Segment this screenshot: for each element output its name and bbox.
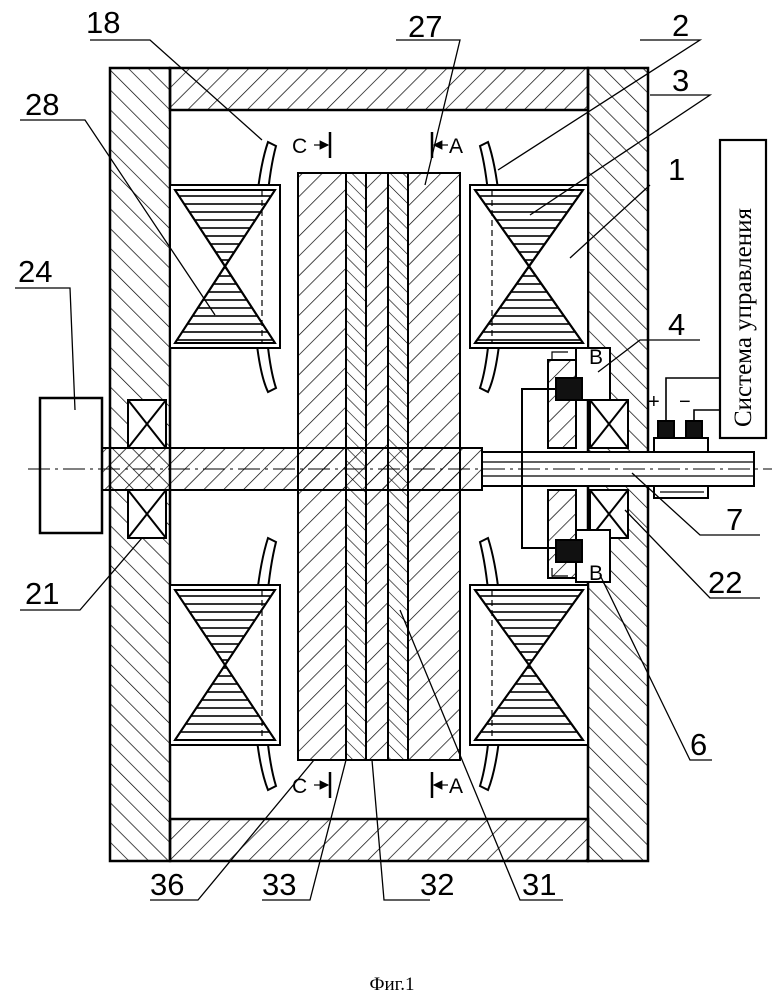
label-6: 6: [690, 727, 707, 762]
section-b-top: B: [589, 346, 603, 369]
label-33: 33: [262, 867, 296, 902]
figure-caption: Фиг.1: [369, 974, 414, 995]
label-7: 7: [726, 502, 743, 537]
label-32: 32: [420, 867, 454, 902]
minus-sign: −: [679, 391, 691, 413]
label-31: 31: [522, 867, 556, 902]
label-22: 22: [708, 565, 742, 600]
section-a-bottom: A: [449, 775, 463, 798]
load-block: [40, 398, 102, 533]
section-c-top: C: [292, 135, 307, 158]
label-3: 3: [672, 63, 689, 98]
label-18: 18: [86, 5, 120, 40]
label-4: 4: [668, 307, 685, 342]
label-36: 36: [150, 867, 184, 902]
plus-sign: +: [648, 391, 660, 413]
label-2: 2: [672, 8, 689, 43]
label-27: 27: [408, 9, 442, 44]
label-21: 21: [25, 576, 59, 611]
section-c-bottom: C: [292, 775, 307, 798]
label-24: 24: [18, 254, 52, 289]
label-1: 1: [668, 152, 685, 187]
control-system-label: Система управления: [730, 208, 757, 427]
label-28: 28: [25, 87, 59, 122]
section-b-bottom: B: [589, 562, 603, 585]
section-a-top: A: [449, 135, 463, 158]
